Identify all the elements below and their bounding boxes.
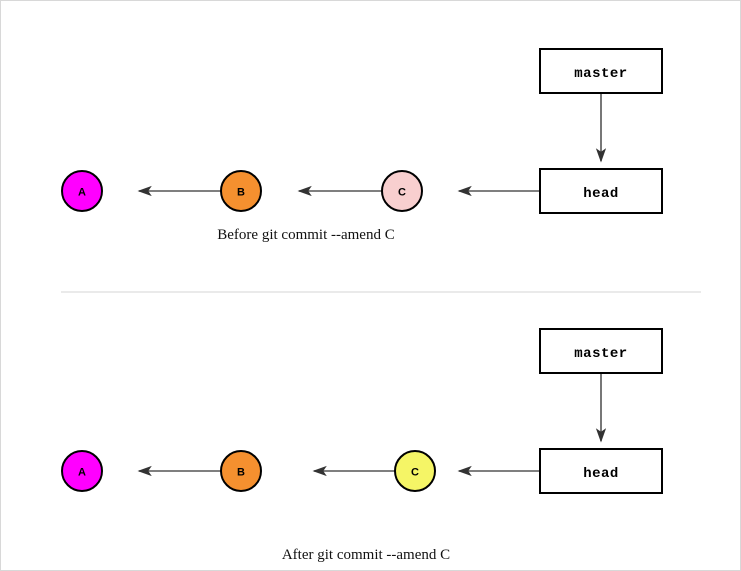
commit-node-c-after[interactable]: C <box>394 450 436 492</box>
ref-box-head-after-rect <box>539 448 663 494</box>
ref-box-master-after-label: master <box>574 346 627 362</box>
ref-box-master-before-rect <box>539 48 663 94</box>
commit-node-b-before-label: B <box>237 187 245 199</box>
commit-node-c-before-label: C <box>398 187 406 199</box>
ref-box-master-before-label: master <box>574 66 627 82</box>
caption-after: After git commit --amend C <box>282 547 450 563</box>
commit-node-b-after-circle <box>220 450 262 492</box>
ref-box-master-after-rect <box>539 328 663 374</box>
diagram-before: master head A B C Before git commit --am… <box>61 48 663 243</box>
commit-node-b-before-circle <box>220 170 262 212</box>
ref-box-head-before-rect <box>539 168 663 214</box>
commit-node-c-after-label: C <box>411 467 419 479</box>
caption-before: Before git commit --amend C <box>217 227 394 243</box>
commit-node-a-after-circle <box>61 450 103 492</box>
commit-node-b-after-label: B <box>237 467 245 479</box>
diagram-after: master head A B C After git commit --ame… <box>61 328 663 563</box>
ref-box-head-before[interactable]: head <box>539 168 663 214</box>
commit-node-a-before[interactable]: A <box>61 170 103 212</box>
commit-node-c-after-circle <box>394 450 436 492</box>
ref-box-head-after[interactable]: head <box>539 448 663 494</box>
ref-box-master-after[interactable]: master <box>539 328 663 374</box>
commit-node-a-before-circle <box>61 170 103 212</box>
commit-node-c-before-circle <box>381 170 423 212</box>
commit-node-b-after[interactable]: B <box>220 450 262 492</box>
ref-box-master-before[interactable]: master <box>539 48 663 94</box>
commit-node-a-before-label: A <box>78 187 86 199</box>
commit-node-a-after[interactable]: A <box>61 450 103 492</box>
ref-box-head-before-label: head <box>583 186 619 202</box>
commit-node-a-after-label: A <box>78 467 86 479</box>
ref-box-head-after-label: head <box>583 466 619 482</box>
commit-node-b-before[interactable]: B <box>220 170 262 212</box>
commit-node-c-before[interactable]: C <box>381 170 423 212</box>
